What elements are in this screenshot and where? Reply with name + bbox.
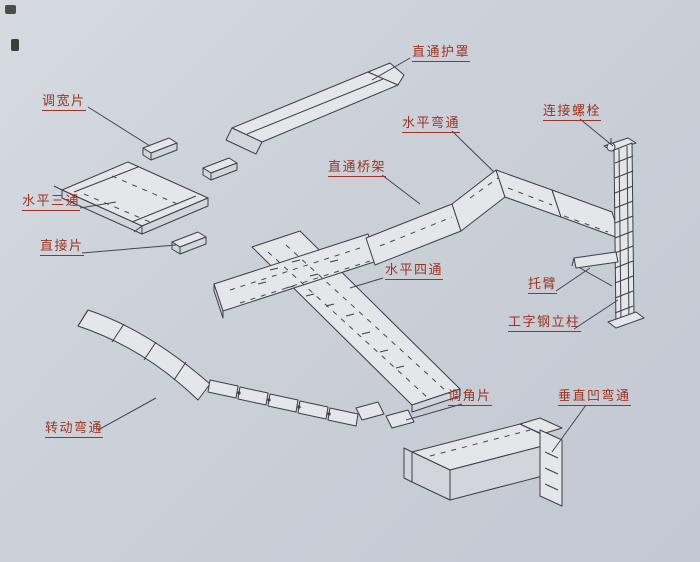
column-part [571,137,645,329]
label-connecting-bolt: 连接螺栓 [543,104,602,122]
label-direct-piece: 直接片 [40,239,84,257]
bracket-arm [573,251,619,269]
label-horizontal-cross: 水平四通 [385,263,444,281]
label-bracket-arm: 托臂 [528,277,558,295]
cover-part [225,62,405,155]
width-adjust-pieces [142,137,238,181]
rotating-bend-part [77,309,359,427]
label-vertical-concave-bend: 垂直凹弯通 [558,389,631,407]
label-straight-tray: 直通桥架 [328,160,387,178]
label-rotating-bend: 转动弯通 [45,421,104,439]
bend-part [451,169,562,232]
label-width-piece: 调宽片 [42,94,86,112]
cross-part [213,230,461,413]
label-horizontal-bend: 水平弯通 [402,116,461,134]
label-cover: 直通护罩 [412,45,471,63]
straight-tray-part [365,203,462,266]
angle-pieces [355,401,415,429]
label-i-beam-column: 工字钢立柱 [508,315,581,333]
label-angle-piece: 调角片 [448,389,492,407]
label-horizontal-tee: 水平三通 [22,194,81,212]
leader-lines [79,57,619,453]
tee-part [53,161,209,235]
scan-artifact [11,39,19,51]
direct-piece [171,231,207,255]
scan-artifact [5,5,16,14]
right-run-part [551,189,622,240]
vertical-bend-part [403,417,563,507]
